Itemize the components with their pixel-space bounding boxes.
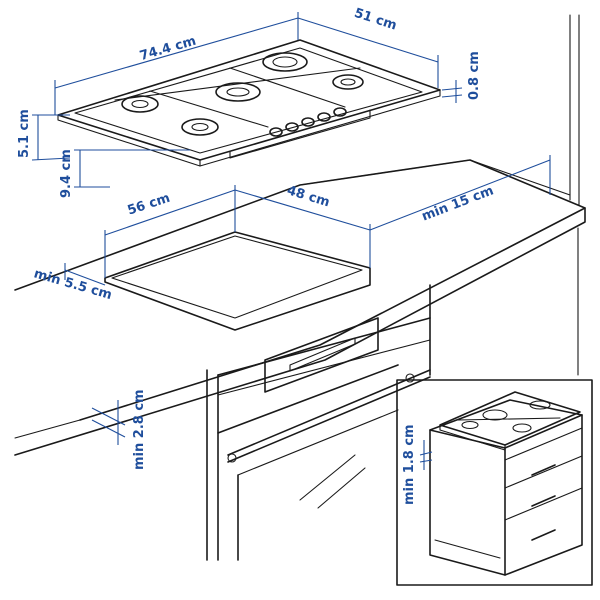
dimension-lines <box>31 12 551 445</box>
label-hob-height-top: 5.1 cm <box>17 109 32 158</box>
knob-5 <box>333 107 347 117</box>
label-cutout-depth: 48 cm <box>285 183 331 210</box>
label-hob-height-total: 9.4 cm <box>59 149 74 198</box>
knob-2 <box>285 122 299 132</box>
burner-center <box>215 82 261 102</box>
label-drawer-gap: min 1.8 cm <box>402 424 417 505</box>
burner-right <box>332 74 364 90</box>
inset-drawer-detail <box>396 379 593 586</box>
label-front-clearance: min 5.5 cm <box>32 266 114 303</box>
oven-cabinet <box>206 284 431 561</box>
gas-hob <box>57 39 441 167</box>
burner-front <box>181 118 219 136</box>
burner-rear-right <box>262 52 308 72</box>
wall-corner <box>299 14 580 376</box>
knob-3 <box>301 117 315 127</box>
label-wall-clearance: min 15 cm <box>420 183 496 224</box>
label-oven-gap: min 2.8 cm <box>132 389 147 470</box>
label-hob-depth: 51 cm <box>352 6 398 34</box>
knob-1 <box>269 127 283 137</box>
label-hob-width: 74.4 cm <box>138 34 198 64</box>
countertop-cutout <box>104 231 371 331</box>
knob-4 <box>317 112 331 122</box>
countertop <box>14 159 586 456</box>
label-glass-thickness: 0.8 cm <box>467 51 482 100</box>
inset-frame <box>396 379 593 586</box>
burner-left <box>121 95 159 113</box>
